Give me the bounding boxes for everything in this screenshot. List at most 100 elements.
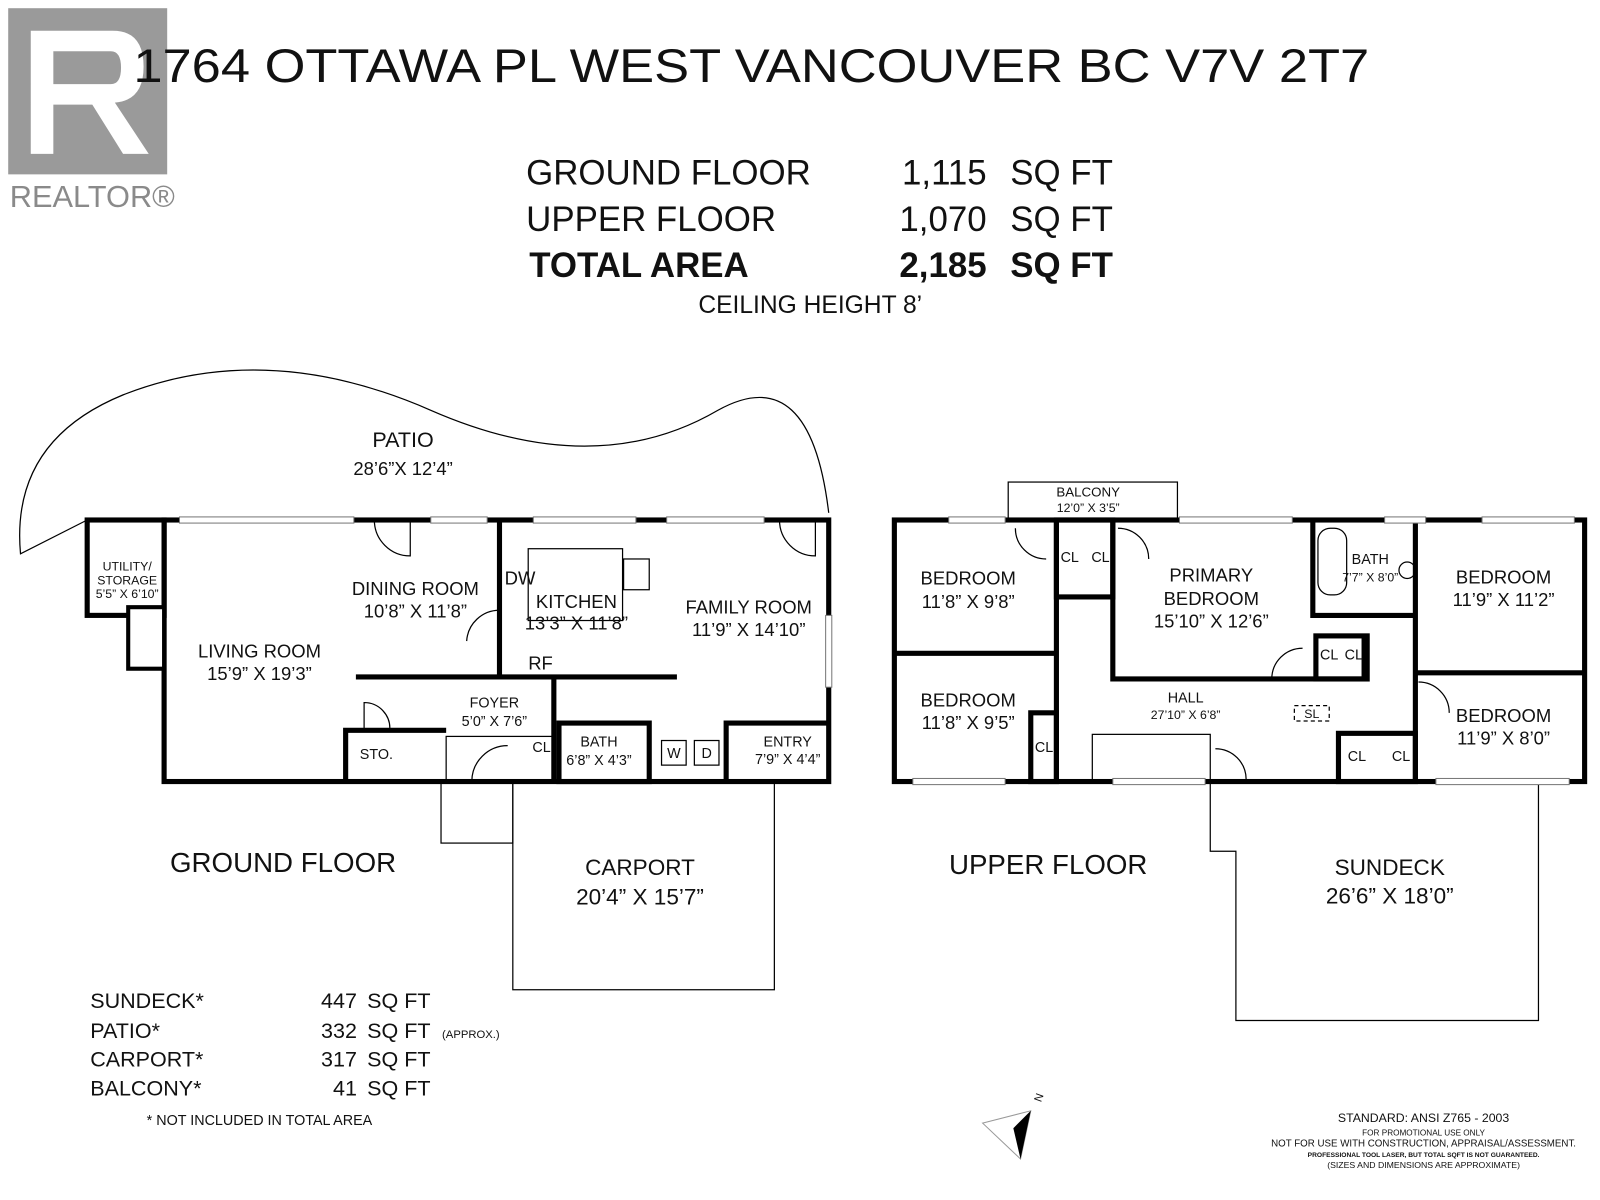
north-arrow-icon: N: [981, 1092, 1047, 1160]
ground-floor-title: GROUND FLOOR: [170, 847, 396, 878]
area-value-upper: 1,070: [899, 200, 986, 239]
family-room-label: FAMILY ROOM: [685, 596, 811, 617]
ext-value: 447: [321, 989, 357, 1013]
carport-outline: [512, 780, 775, 991]
page-title: 1764 OTTAWA PL WEST VANCOUVER BC V7V 2T7: [133, 39, 1369, 92]
upper-floor-title: UPPER FLOOR: [949, 849, 1147, 880]
closet-label: CL: [1392, 749, 1410, 765]
primary-bedroom-size: 15’10” X 12’6”: [1154, 611, 1269, 632]
fireplace: [126, 605, 167, 671]
ext-value: 317: [321, 1048, 357, 1072]
carport-label: CARPORT: [585, 855, 695, 880]
sundeck-label: SUNDECK: [1335, 855, 1445, 880]
area-summary: GROUND FLOOR 1,115 SQ FT UPPER FLOOR 1,0…: [526, 154, 1113, 319]
disclaimer-line: NOT FOR USE WITH CONSTRUCTION, APPRAISAL…: [1271, 1139, 1576, 1150]
dining-room-label: DINING ROOM: [352, 578, 479, 599]
primary-bedroom-label-2: BEDROOM: [1164, 588, 1259, 609]
footnote: * NOT INCLUDED IN TOTAL AREA: [147, 1113, 373, 1129]
bedroom-4-label: BEDROOM: [1456, 705, 1551, 726]
storage-sto-label: STO.: [360, 747, 393, 763]
balcony-size: 12’0” X 3’5”: [1057, 501, 1120, 515]
utility-size: 5’5” X 6’10”: [96, 587, 159, 601]
ceiling-height: CEILING HEIGHT 8’: [698, 292, 922, 319]
storage-label: STORAGE: [97, 574, 157, 588]
dryer-label: D: [701, 746, 711, 762]
carport-size: 20’4” X 15’7”: [576, 885, 704, 910]
dishwasher-label: DW: [505, 568, 536, 589]
bedroom-3-size: 11’9” X 11’2”: [1453, 589, 1555, 610]
dining-room-size: 10’8” X 11’8”: [364, 600, 467, 621]
realtor-logo-text: REALTOR®: [10, 179, 175, 214]
balcony-label: BALCONY: [1056, 484, 1120, 499]
ext-label: PATIO*: [90, 1019, 160, 1043]
ext-note: (APPROX.): [442, 1029, 500, 1041]
closet-label: CL: [532, 740, 550, 756]
ext-value: 332: [321, 1019, 357, 1043]
closet-label: CL: [1091, 550, 1109, 566]
primary-bedroom-label-1: PRIMARY: [1169, 565, 1253, 586]
area-unit-upper: SQ FT: [1010, 200, 1113, 239]
disclaimer: STANDARD: ANSI Z765 - 2003 FOR PROMOTION…: [1271, 1111, 1576, 1170]
ext-label: SUNDECK*: [90, 989, 204, 1013]
bedroom-2-label: BEDROOM: [921, 690, 1016, 711]
area-value-total: 2,185: [899, 246, 986, 285]
living-room-label: LIVING ROOM: [198, 640, 321, 661]
patio-outline: [19, 369, 830, 555]
area-label-total: TOTAL AREA: [529, 246, 749, 285]
kitchen-size: 13’3” X 11’8”: [525, 613, 628, 634]
north-label: N: [1033, 1092, 1047, 1104]
exterior-areas: SUNDECK* 447 SQ FT PATIO* 332 SQ FT (APP…: [90, 989, 500, 1129]
closet-label: CL: [1035, 740, 1053, 756]
ground-floor-labels: PATIO 28’6”X 12’4” UTILITY/ STORAGE 5’5”…: [96, 428, 821, 909]
upper-floor-plan: [891, 481, 1588, 1022]
patio-size: 28’6”X 12’4”: [353, 458, 453, 479]
hall-size: 27’10” X 6’8”: [1151, 708, 1221, 722]
entry-size: 7’9” X 4’4”: [755, 752, 821, 768]
ext-unit: SQ FT: [367, 1019, 430, 1043]
fridge-label: RF: [528, 653, 553, 674]
kitchen-label: KITCHEN: [536, 591, 617, 612]
foyer-label: FOYER: [470, 696, 519, 712]
ext-unit: SQ FT: [367, 1048, 430, 1072]
bedroom-4-size: 11’9” X 8’0”: [1457, 728, 1550, 749]
utility-label: UTILITY/: [103, 559, 153, 573]
area-unit-total: SQ FT: [1010, 246, 1113, 285]
sundeck-size: 26’6” X 18’0”: [1326, 884, 1454, 909]
area-label-upper: UPPER FLOOR: [526, 200, 776, 239]
bedroom-1-label: BEDROOM: [921, 568, 1016, 589]
bedroom-1-size: 11’8” X 9’8”: [922, 591, 1015, 612]
foyer-size: 5’0” X 7’6”: [462, 714, 528, 730]
upper-bath-label: BATH: [1352, 552, 1389, 568]
ground-floor-plan: [19, 369, 833, 991]
bedroom-3-label: BEDROOM: [1456, 567, 1551, 588]
disclaimer-standard: STANDARD: ANSI Z765 - 2003: [1338, 1111, 1509, 1125]
realtor-logo: REALTOR®: [8, 8, 175, 214]
area-label-ground: GROUND FLOOR: [526, 154, 811, 193]
upper-floor-labels: BALCONY 12’0” X 3’5” BEDROOM 11’8” X 9’8…: [921, 484, 1555, 908]
skylight-label: SL: [1304, 707, 1319, 721]
washer-label: W: [667, 746, 681, 762]
patio-label: PATIO: [372, 428, 433, 452]
area-unit-ground: SQ FT: [1010, 154, 1113, 193]
closet-label: CL: [1320, 647, 1338, 663]
ext-label: CARPORT*: [90, 1048, 204, 1072]
ext-label: BALCONY*: [90, 1076, 202, 1100]
disclaimer-line: FOR PROMOTIONAL USE ONLY: [1362, 1128, 1485, 1137]
disclaimer-line: PROFESSIONAL TOOL LASER, BUT TOTAL SQFT …: [1308, 1152, 1540, 1159]
closet-label: CL: [1345, 647, 1363, 663]
ext-unit: SQ FT: [367, 989, 430, 1013]
disclaimer-line: (SIZES AND DIMENSIONS ARE APPROXIMATE): [1327, 1160, 1520, 1170]
family-room-size: 11’9” X 14’10”: [692, 619, 806, 640]
entry-label: ENTRY: [764, 735, 813, 751]
bath-size: 6’8” X 4’3”: [566, 753, 632, 769]
closet-label: CL: [1348, 749, 1366, 765]
upper-bath-size: 7’7” X 8’0”: [1342, 571, 1398, 585]
bath-label: BATH: [580, 735, 617, 751]
hall-label: HALL: [1168, 691, 1204, 707]
ext-unit: SQ FT: [367, 1076, 430, 1100]
closet-label: CL: [1061, 550, 1079, 566]
area-value-ground: 1,115: [902, 154, 987, 193]
bedroom-2-size: 11’8” X 9’5”: [922, 712, 1015, 733]
living-room-size: 15’9” X 19’3”: [207, 663, 312, 684]
